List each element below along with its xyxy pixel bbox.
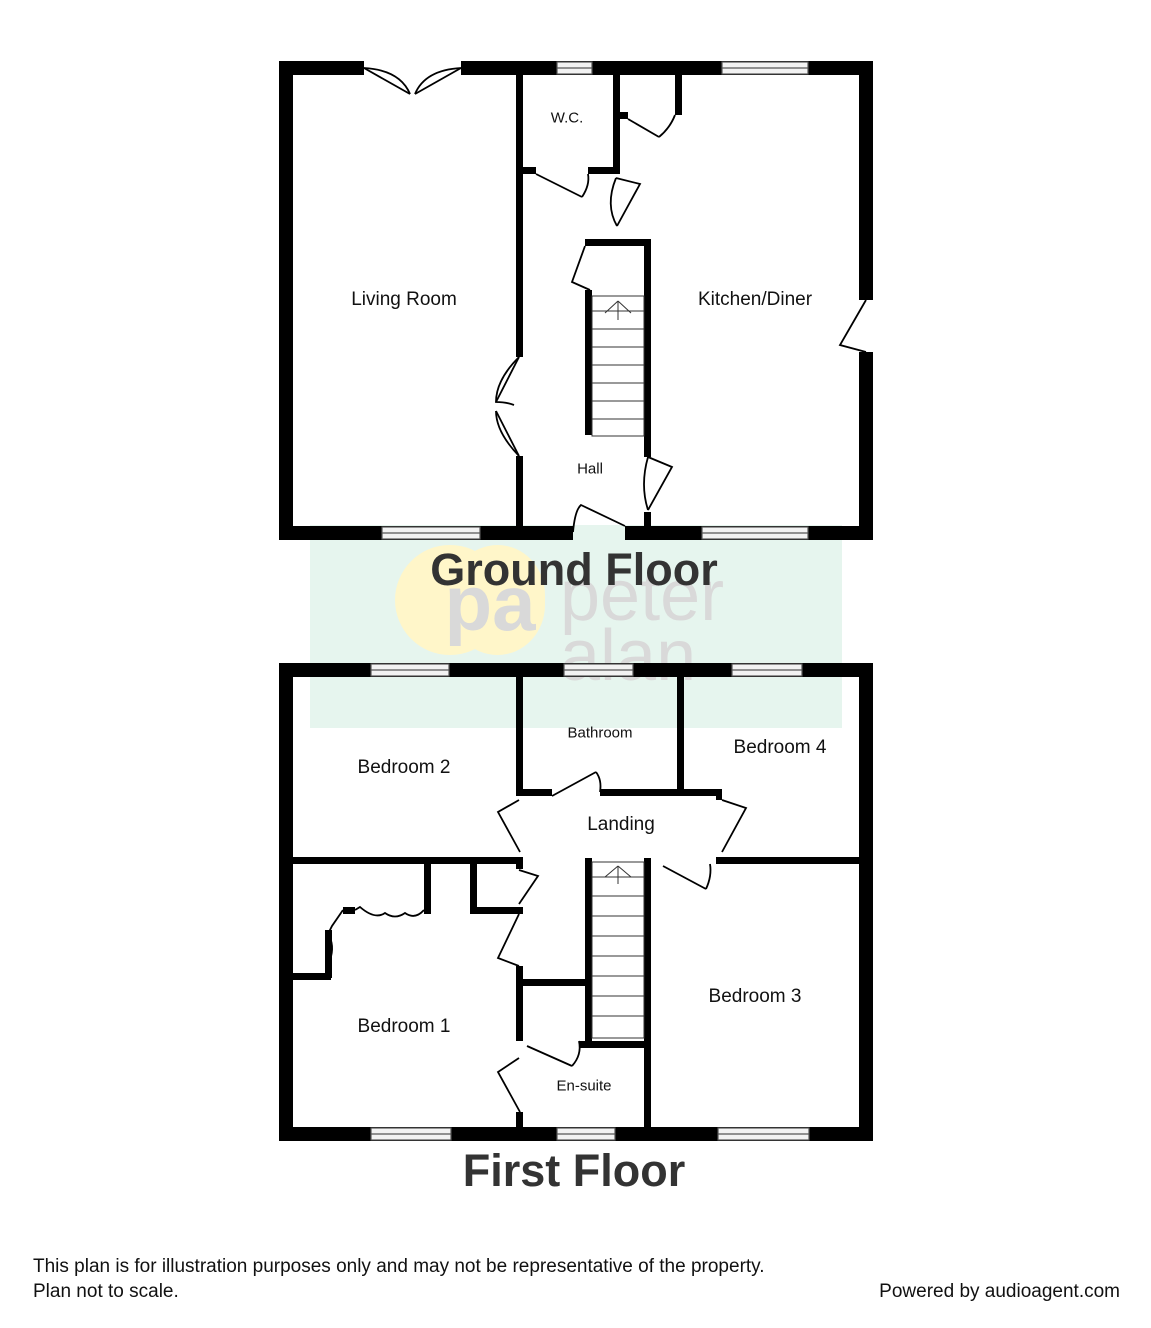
room-label-living-room: Living Room [351, 289, 457, 310]
watermark-panel [310, 525, 842, 728]
room-label-en-suite: En-suite [556, 1077, 612, 1095]
ground-floor-title: Ground Floor [430, 544, 718, 595]
ground-floor-stairs [591, 295, 645, 437]
watermark-badge-text: pa [444, 559, 536, 647]
watermark-badge-body [450, 545, 545, 655]
disclaimer-text: This plan is for illustration purposes o… [33, 1256, 765, 1302]
first-floor-stairs [591, 861, 645, 1039]
first-floor-walls [279, 663, 873, 1141]
room-label-bedroom-4: Bedroom 4 [733, 737, 827, 758]
room-label-wc: W.C. [550, 109, 584, 127]
ground-floor-doors [363, 67, 867, 533]
powered-by-text: Powered by audioagent.com [879, 1281, 1120, 1302]
room-label-bedroom-3: Bedroom 3 [708, 986, 802, 1007]
first-floor-title: First Floor [462, 1145, 686, 1196]
room-label-bedroom-2: Bedroom 2 [357, 757, 451, 778]
first-floor-doors [326, 771, 748, 1113]
room-label-bathroom: Bathroom [567, 724, 633, 742]
room-label-kitchen-diner: Kitchen/Diner [697, 289, 813, 310]
watermark-line-1: peter [560, 556, 724, 636]
ground-floor-windows [381, 61, 809, 540]
room-label-landing: Landing [587, 814, 655, 835]
watermark-line-2: alan [560, 616, 696, 696]
watermark: pa peter alan [310, 525, 842, 728]
room-label-hall: Hall [577, 460, 603, 478]
room-label-bedroom-1: Bedroom 1 [357, 1016, 451, 1037]
first-floor-windows [370, 663, 810, 1141]
